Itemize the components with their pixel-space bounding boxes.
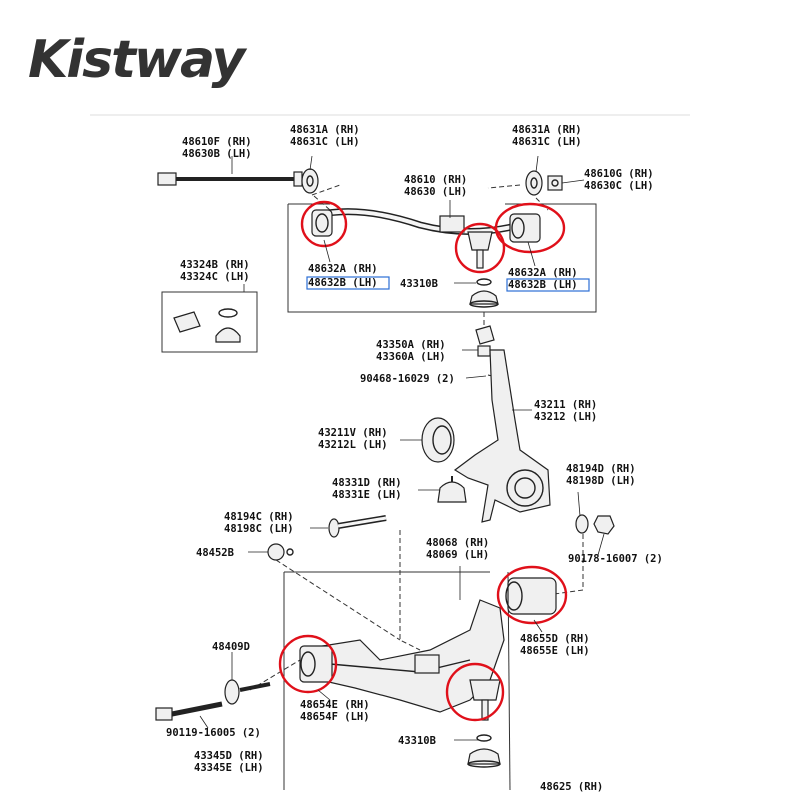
highlight-circle-upper-ball-joint [454, 222, 506, 274]
guide-lower-1 [275, 559, 401, 641]
nut-right [547, 175, 563, 191]
label-48610: 48610 (RH) [404, 174, 467, 186]
label-43324c: 43324C (LH) [180, 271, 250, 283]
label-48655d: 48655D (RH) [520, 633, 590, 645]
label-48631a-right: 48631A (RH) [512, 124, 582, 136]
label-48331d: 48331D (RH) [332, 477, 402, 489]
highlight-circle-upper-right-bushing [494, 202, 566, 254]
dust-shield [421, 417, 455, 463]
label-48630c: 48630C (LH) [584, 180, 654, 192]
label-48194c: 48194C (RH) [224, 511, 294, 523]
upper-ball-joint [467, 231, 493, 269]
label-48625: 48625 (RH) [540, 781, 603, 793]
highlight-circle-lower-ball-joint [445, 662, 505, 722]
label-48631a-left: 48631A (RH) [290, 124, 360, 136]
label-48610g: 48610G (RH) [584, 168, 654, 180]
upper-bolt [157, 171, 303, 187]
highlight-circle-lower-front-bushing [278, 634, 338, 694]
lower-ball-joint [469, 679, 501, 721]
leader-lines [199, 155, 605, 741]
label-48610f: 48610F (RH) [182, 136, 252, 148]
cam-washer-right [525, 170, 543, 196]
dust-boot-lower [467, 734, 501, 768]
label-48198d: 48198D (LH) [566, 475, 636, 487]
label-90119: 90119-16005 (2) [166, 727, 261, 739]
label-43310b-bottom: 43310B [398, 735, 436, 747]
label-48632b-right: 48632B (LH) [508, 279, 578, 291]
label-43345d: 43345D (RH) [194, 750, 264, 762]
brand-logo: Kistway [28, 30, 245, 90]
label-43212: 43212 (LH) [534, 411, 597, 423]
cam-plate-right [575, 514, 589, 534]
label-48630b: 48630B (LH) [182, 148, 252, 160]
label-43211v: 43211V (RH) [318, 427, 388, 439]
boot-kit-box [161, 291, 258, 353]
label-48655e: 48655E (LH) [520, 645, 590, 657]
bump-stop [437, 476, 467, 503]
cam-plate-left [267, 543, 294, 561]
lower-rear-bushing [505, 577, 557, 615]
label-48198c: 48198C (LH) [224, 523, 294, 535]
knuckle-stop [475, 325, 495, 357]
upper-control-arm [311, 208, 541, 243]
lower-bolt [155, 679, 271, 721]
boot-kit-parts [173, 308, 241, 343]
label-48409d: 48409D [212, 641, 250, 653]
label-48631c-left: 48631C (LH) [290, 136, 360, 148]
label-43360a: 43360A (LH) [376, 351, 446, 363]
label-48654e: 48654E (RH) [300, 699, 370, 711]
cam-washer-left [301, 168, 319, 194]
label-48452b: 48452B [196, 547, 234, 559]
label-90468: 90468-16029 (2) [360, 373, 455, 385]
label-43345e: 43345E (LH) [194, 762, 264, 774]
label-43211: 43211 (RH) [534, 399, 597, 411]
label-48632b-left: 48632B (LH) [308, 277, 378, 289]
highlight-box-48632b-right [506, 278, 590, 292]
dust-boot-upper [469, 278, 499, 308]
upper-arm-box [287, 203, 597, 313]
label-43324b: 43324B (RH) [180, 259, 250, 271]
steering-knuckle [453, 349, 551, 523]
label-43310b-top: 43310B [400, 278, 438, 290]
label-43212l: 43212L (LH) [318, 439, 388, 451]
label-48331e: 48331E (LH) [332, 489, 402, 501]
label-48632a-left: 48632A (RH) [308, 263, 378, 275]
lower-front-bushing [299, 645, 333, 683]
label-48654f: 48654F (LH) [300, 711, 370, 723]
label-48069: 48069 (LH) [426, 549, 489, 561]
guide-lower-2 [399, 530, 421, 651]
label-48632a-right: 48632A (RH) [508, 267, 578, 279]
cam-bolt-left [328, 515, 387, 538]
highlight-circle-lower-rear-bushing [496, 565, 568, 625]
label-48068: 48068 (RH) [426, 537, 489, 549]
cam-nut-right [593, 515, 615, 535]
label-48631c-right: 48631C (LH) [512, 136, 582, 148]
label-48630: 48630 (LH) [404, 186, 467, 198]
label-90178: 90178-16007 (2) [568, 553, 663, 565]
label-48194d: 48194D (RH) [566, 463, 636, 475]
highlight-circle-upper-left-bushing [300, 200, 348, 248]
highlight-box-48632b-left [306, 276, 390, 290]
brand-logo-text: Kistway [28, 30, 245, 90]
label-43350a: 43350A (RH) [376, 339, 446, 351]
lower-control-arm [309, 599, 505, 713]
